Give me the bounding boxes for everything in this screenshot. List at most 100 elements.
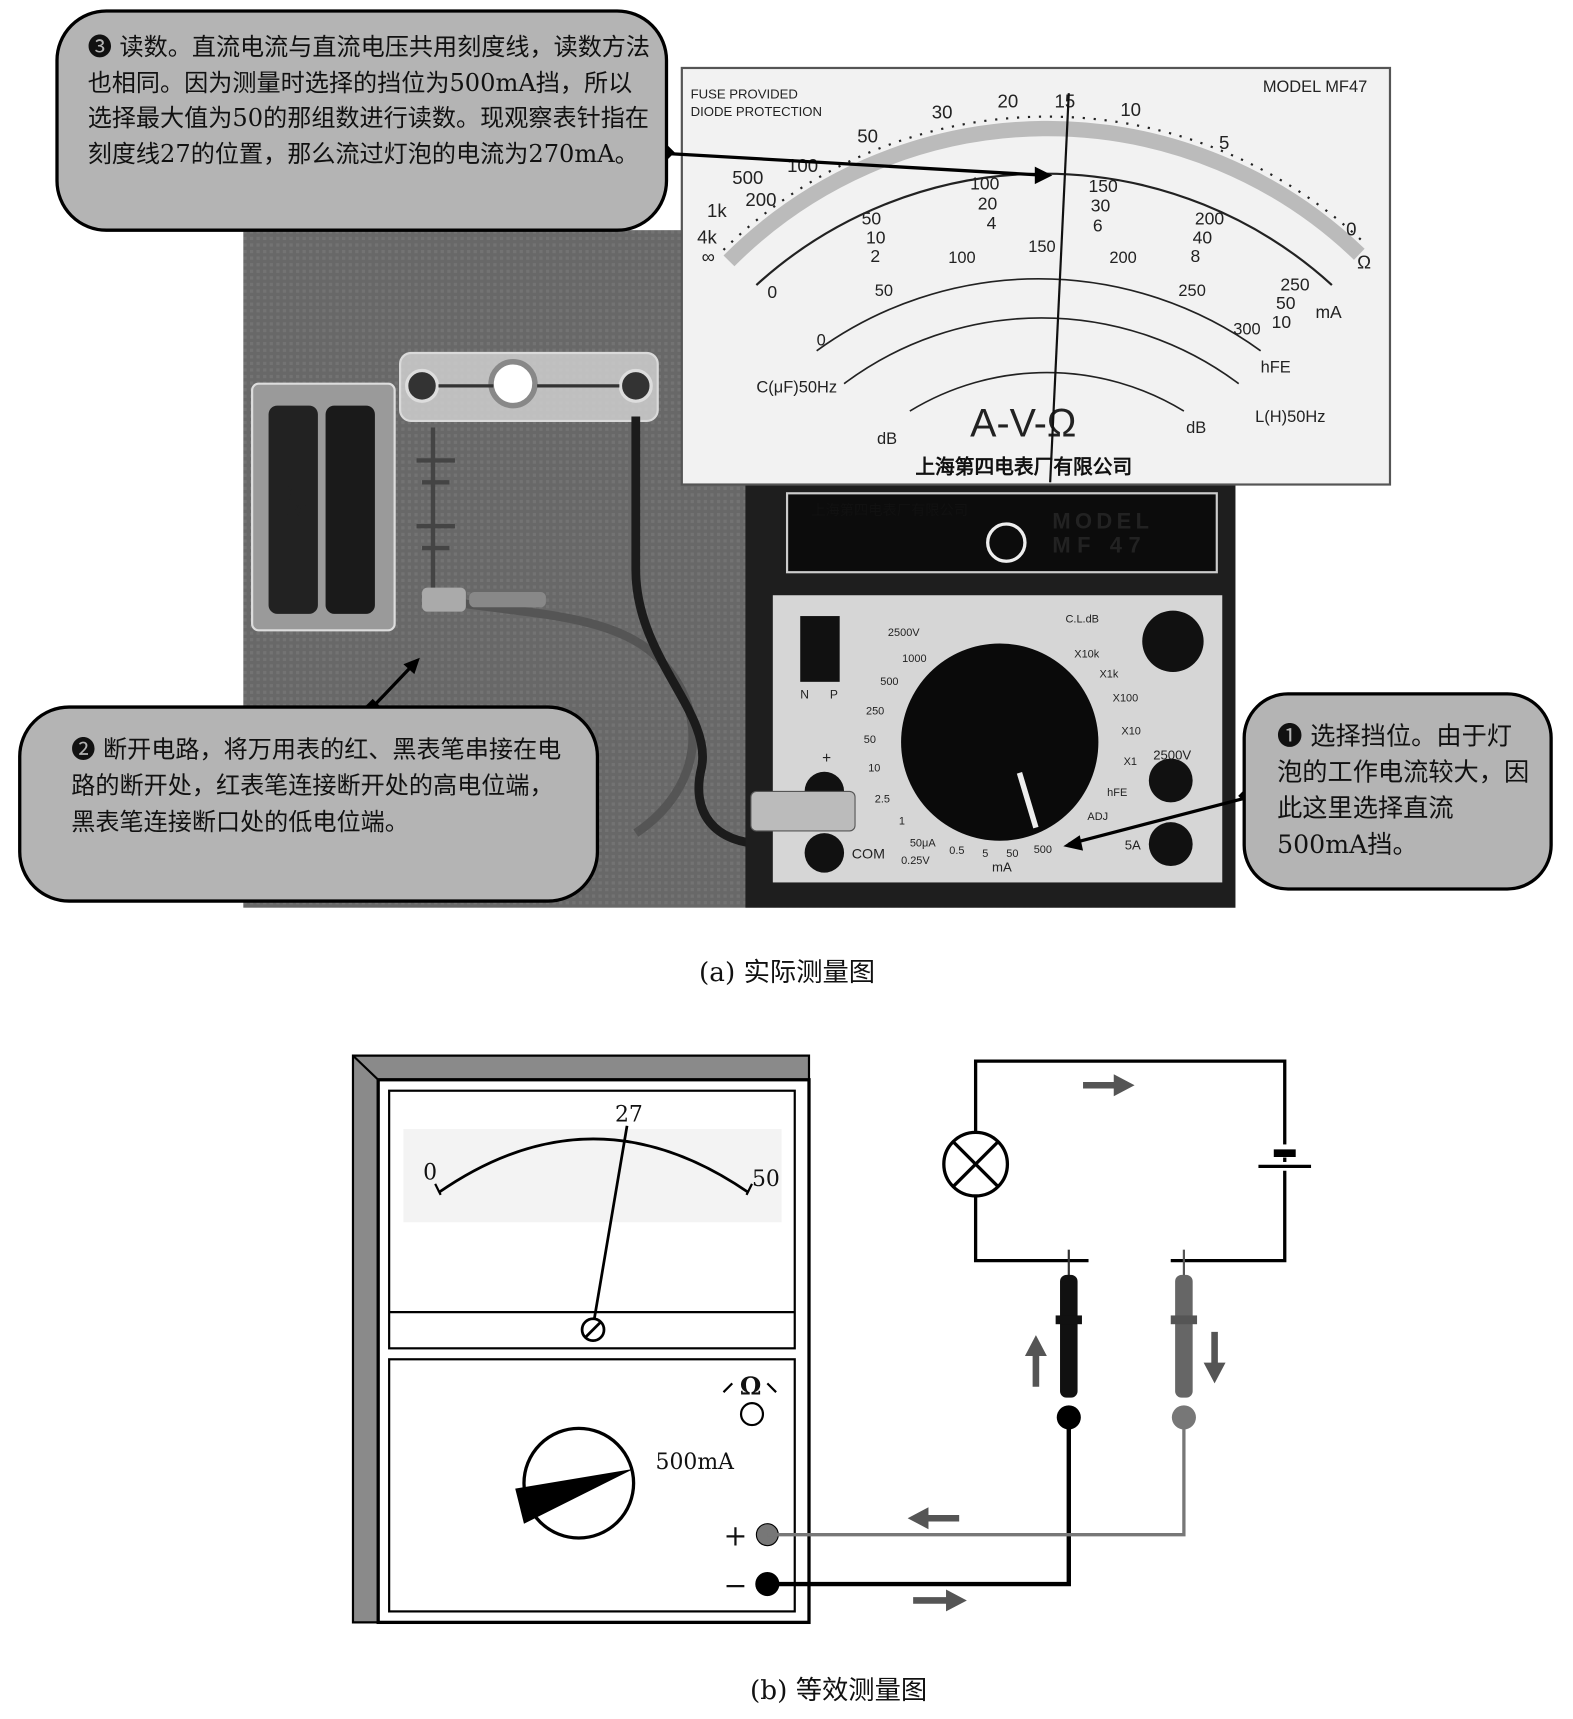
svg-text:500: 500 bbox=[1034, 844, 1052, 856]
scale-min-label: 0 bbox=[423, 1161, 437, 1186]
cap-scale-arc bbox=[843, 317, 1240, 385]
zero-adjust-screw[interactable] bbox=[580, 1317, 606, 1343]
svg-text:上海第四电表厂有限公司: 上海第四电表厂有限公司 bbox=[915, 455, 1132, 479]
svg-text:300: 300 bbox=[1233, 320, 1260, 338]
svg-text:X100: X100 bbox=[1113, 693, 1139, 705]
svg-text:4k: 4k bbox=[697, 226, 717, 247]
svg-text:2.5: 2.5 bbox=[875, 793, 890, 805]
model-label: MODEL bbox=[1052, 508, 1153, 533]
svg-text:8: 8 bbox=[1190, 246, 1200, 266]
svg-text:200: 200 bbox=[1195, 209, 1224, 229]
probes bbox=[767, 1249, 1226, 1612]
scale-arc bbox=[437, 1137, 750, 1194]
svg-text:10: 10 bbox=[1120, 99, 1141, 120]
jack-5a[interactable] bbox=[1148, 822, 1193, 866]
callout-step2: ❷ 断开电路，将万用表的红、黑表笔串接在电路的断开处，红表笔连接断开处的高电位端… bbox=[71, 736, 562, 837]
ohm-adjust-label: Ω bbox=[740, 1371, 761, 1400]
svg-text:150: 150 bbox=[1089, 176, 1118, 196]
svg-text:250: 250 bbox=[1280, 274, 1309, 294]
svg-text:250: 250 bbox=[866, 706, 884, 718]
svg-text:500: 500 bbox=[732, 167, 763, 188]
range-selector-knob[interactable] bbox=[901, 643, 1099, 841]
svg-text:10: 10 bbox=[1272, 312, 1292, 332]
svg-text:mA: mA bbox=[1315, 302, 1342, 322]
callout-step3: ❸ 读数。直流电流与直流电压共用刻度线，读数方法也相同。因为测量时选择的挡位为5… bbox=[87, 33, 651, 169]
bulb bbox=[488, 359, 538, 409]
jack-com[interactable] bbox=[804, 833, 845, 873]
svg-text:L(H)50Hz: L(H)50Hz bbox=[1255, 408, 1325, 426]
svg-text:2500V: 2500V bbox=[1153, 748, 1191, 763]
svg-text:20: 20 bbox=[978, 193, 998, 213]
svg-text:0: 0 bbox=[767, 282, 777, 302]
terminal bbox=[405, 368, 440, 403]
svg-text:50μA: 50μA bbox=[910, 837, 936, 849]
svg-text:1k: 1k bbox=[707, 200, 727, 221]
svg-text:DIODE PROTECTION: DIODE PROTECTION bbox=[691, 104, 822, 119]
svg-text:50: 50 bbox=[1276, 293, 1296, 313]
svg-text:hFE: hFE bbox=[1107, 787, 1127, 799]
svg-text:50: 50 bbox=[1006, 848, 1018, 860]
current-arrow-left bbox=[907, 1507, 960, 1530]
svg-text:hFE: hFE bbox=[1261, 359, 1291, 377]
ohm-adjust-knob[interactable] bbox=[739, 1402, 765, 1427]
bulb-board bbox=[399, 351, 659, 592]
svg-text:0: 0 bbox=[1346, 219, 1356, 240]
current-arrow-right bbox=[1083, 1074, 1135, 1097]
svg-text:FUSE PROVIDED: FUSE PROVIDED bbox=[691, 87, 798, 102]
svg-text:40: 40 bbox=[1193, 227, 1213, 247]
svg-text:10: 10 bbox=[868, 763, 880, 775]
svg-text:0.25V: 0.25V bbox=[901, 855, 930, 867]
jack-2500v[interactable] bbox=[1148, 758, 1193, 803]
caption-a: (a) 实际测量图 bbox=[699, 958, 875, 988]
svg-text:0.5: 0.5 bbox=[949, 845, 964, 857]
svg-text:dB: dB bbox=[877, 430, 897, 448]
terminal bbox=[618, 368, 653, 403]
circuit bbox=[942, 1059, 1312, 1263]
svg-text:COM: COM bbox=[852, 846, 885, 862]
svg-text:500: 500 bbox=[880, 676, 898, 688]
svg-text:ADJ: ADJ bbox=[1087, 811, 1108, 823]
svg-text:200: 200 bbox=[745, 189, 776, 210]
maker-label: 上海第四电表厂有限公司 bbox=[811, 501, 968, 519]
svg-text:200: 200 bbox=[1109, 249, 1136, 267]
range-selector-dial[interactable] bbox=[515, 1426, 636, 1540]
svg-text:2500V: 2500V bbox=[888, 627, 920, 639]
svg-text:X1k: X1k bbox=[1099, 668, 1118, 680]
lamp-symbol bbox=[942, 1130, 1010, 1198]
ac-scale-arc bbox=[816, 277, 1262, 352]
range-label: 500mA bbox=[656, 1450, 736, 1475]
callout-step2-bubble bbox=[18, 705, 600, 903]
svg-text:15: 15 bbox=[1055, 90, 1076, 111]
svg-text:50: 50 bbox=[862, 209, 882, 229]
svg-text:5: 5 bbox=[982, 848, 988, 860]
svg-text:100: 100 bbox=[787, 155, 818, 176]
red-lead bbox=[767, 1417, 1186, 1537]
svg-text:N: N bbox=[800, 687, 809, 701]
meter-scale-closeup: FUSE PROVIDED DIODE PROTECTION MODEL MF4… bbox=[680, 66, 1392, 486]
svg-text:A-V-Ω: A-V-Ω bbox=[970, 401, 1076, 445]
measurement-photo: U8 上海第四电表厂有限公司 MODEL MF 47 N P 2500V bbox=[243, 66, 1392, 908]
svg-text:C(μF)50Hz: C(μF)50Hz bbox=[756, 378, 837, 396]
svg-text:250: 250 bbox=[1178, 282, 1205, 300]
model-number: MF 47 bbox=[1052, 532, 1147, 557]
ohm-adjust-knob[interactable] bbox=[1142, 610, 1204, 672]
current-arrow-right bbox=[913, 1589, 967, 1612]
plus-label: + bbox=[723, 1520, 747, 1553]
svg-text:MODEL MF47: MODEL MF47 bbox=[1263, 78, 1367, 96]
black-lead bbox=[767, 1417, 1071, 1587]
svg-text:mA: mA bbox=[992, 859, 1012, 874]
range-selector-pointer bbox=[515, 1468, 634, 1524]
svg-text:10: 10 bbox=[866, 227, 886, 247]
probe-plug bbox=[750, 790, 856, 832]
svg-text:X10: X10 bbox=[1121, 725, 1141, 737]
svg-text:50: 50 bbox=[864, 734, 876, 746]
svg-text:5: 5 bbox=[1219, 132, 1229, 153]
minus-label: − bbox=[723, 1569, 747, 1602]
callout-step3-bubble bbox=[55, 9, 669, 232]
svg-text:30: 30 bbox=[1091, 196, 1111, 216]
svg-text:50: 50 bbox=[875, 282, 893, 300]
svg-text:50: 50 bbox=[857, 126, 878, 147]
svg-text:P: P bbox=[830, 687, 838, 701]
svg-text:∞: ∞ bbox=[702, 246, 715, 267]
